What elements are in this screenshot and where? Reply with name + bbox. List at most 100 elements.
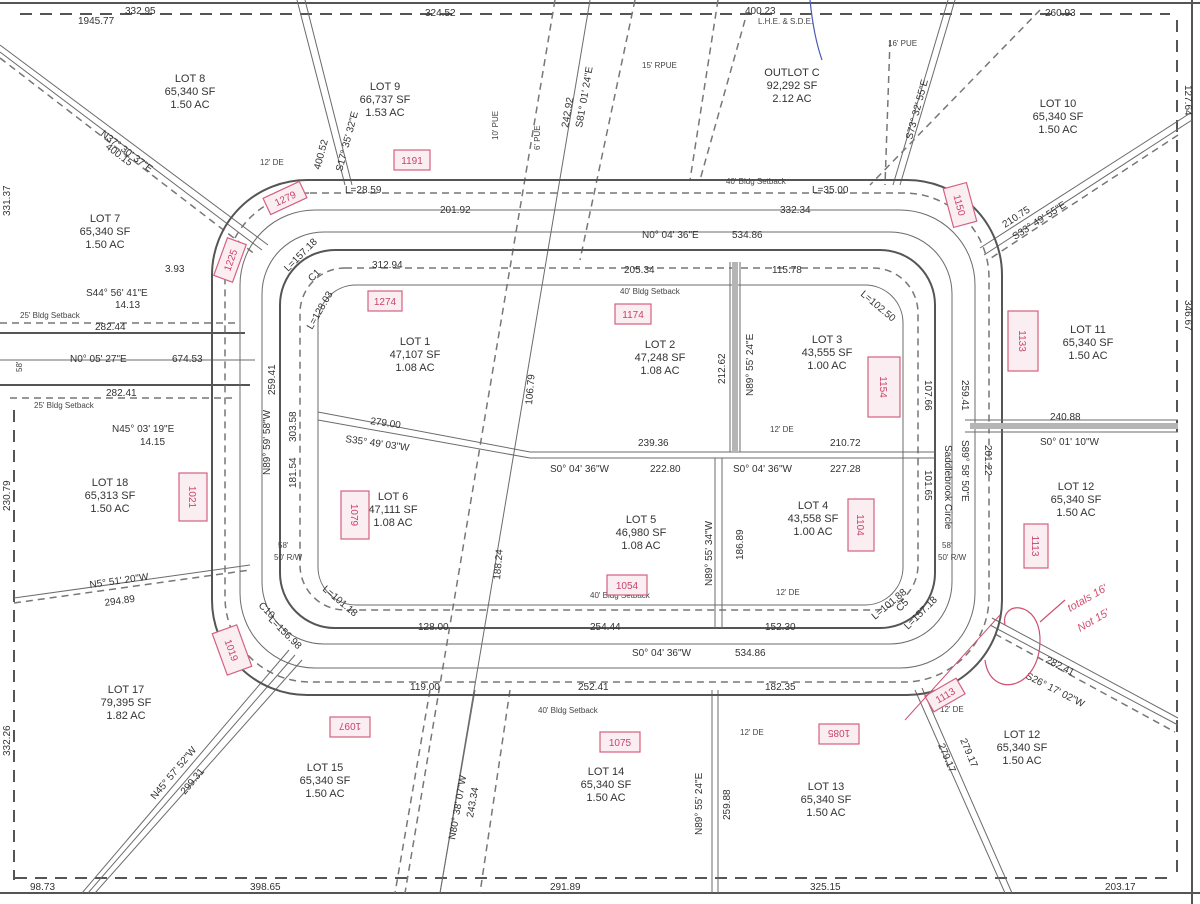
svg-text:40' Bldg Setback: 40' Bldg Setback <box>620 287 681 296</box>
svg-text:47,248 SF: 47,248 SF <box>635 352 686 364</box>
svg-text:LOT 8: LOT 8 <box>175 73 205 85</box>
lot-11-label[interactable]: LOT 11 65,340 SF 1.50 AC <box>1063 324 1114 362</box>
svg-text:1.50 AC: 1.50 AC <box>586 792 625 804</box>
lot-14-label[interactable]: LOT 13 65,340 SF 1.50 AC <box>801 781 852 819</box>
svg-text:1.00 AC: 1.00 AC <box>807 360 846 372</box>
svg-text:46,980 SF: 46,980 SF <box>616 527 667 539</box>
svg-text:10' PUE: 10' PUE <box>491 111 500 140</box>
svg-text:LOT 12: LOT 12 <box>1058 481 1095 493</box>
svg-text:101.65: 101.65 <box>922 470 933 501</box>
review-mark-lot-8: 1279 <box>262 180 308 216</box>
svg-text:12' DE: 12' DE <box>770 425 794 434</box>
lot-16-label[interactable]: LOT 15 65,340 SF 1.50 AC <box>300 762 351 800</box>
svg-text:C1: C1 <box>306 267 323 284</box>
svg-text:259.41: 259.41 <box>959 380 970 411</box>
svg-text:LOT 1: LOT 1 <box>400 336 430 348</box>
svg-text:N45° 03' 19"E: N45° 03' 19"E <box>112 424 175 435</box>
svg-text:LOT 13: LOT 13 <box>808 781 845 793</box>
svg-text:115.78: 115.78 <box>772 265 802 276</box>
svg-text:S0° 01' 10"W: S0° 01' 10"W <box>1040 437 1099 448</box>
svg-text:1133: 1133 <box>1016 330 1027 352</box>
svg-text:325.15: 325.15 <box>810 882 841 893</box>
lot-labels: LOT 8 65,340 SF 1.50 AC LOT 9 66,737 SF … <box>80 67 1114 819</box>
review-mark-lot-3: 1154 <box>867 356 901 418</box>
svg-text:398.65: 398.65 <box>250 882 281 893</box>
svg-text:S0° 04' 36"W: S0° 04' 36"W <box>632 648 691 659</box>
lot-3-label[interactable]: LOT 3 43,555 SF 1.00 AC <box>802 334 853 372</box>
svg-text:25' Bldg Setback: 25' Bldg Setback <box>34 401 95 410</box>
svg-text:1274: 1274 <box>374 297 397 308</box>
blue-pen-mark <box>809 0 823 61</box>
svg-text:40' Bldg Setback: 40' Bldg Setback <box>538 706 599 715</box>
svg-text:65,340 SF: 65,340 SF <box>801 794 852 806</box>
review-mark-lot-14: 1085 <box>818 723 860 745</box>
svg-text:106.79: 106.79 <box>524 373 538 405</box>
svg-text:279.17: 279.17 <box>957 737 979 770</box>
outlot-c-label[interactable]: OUTLOT C 92,292 SF 2.12 AC <box>764 67 819 105</box>
svg-text:119.00: 119.00 <box>410 682 440 693</box>
svg-text:240.88: 240.88 <box>1050 412 1081 423</box>
svg-text:230.79: 230.79 <box>2 480 13 511</box>
lot-2-label[interactable]: LOT 2 47,248 SF 1.08 AC <box>635 339 686 377</box>
svg-text:1.50 AC: 1.50 AC <box>1038 124 1077 136</box>
svg-text:1054: 1054 <box>616 581 639 592</box>
svg-text:N5° 51' 20"W: N5° 51' 20"W <box>89 572 150 591</box>
lot-13-label[interactable]: LOT 12 65,340 SF 1.50 AC <box>997 729 1048 767</box>
review-mark-lot-16: 1097 <box>329 716 371 738</box>
svg-text:534.86: 534.86 <box>735 648 766 659</box>
svg-text:1079: 1079 <box>348 504 359 527</box>
svg-text:203.17: 203.17 <box>1105 882 1136 893</box>
svg-text:1.08 AC: 1.08 AC <box>373 517 412 529</box>
svg-text:260.93: 260.93 <box>1045 8 1076 19</box>
lot-8-label[interactable]: LOT 8 65,340 SF 1.50 AC <box>165 73 216 111</box>
lot-9-label[interactable]: LOT 9 66,737 SF 1.53 AC <box>360 81 411 119</box>
svg-text:282.41: 282.41 <box>106 388 137 399</box>
lot-17-label[interactable]: LOT 17 79,395 SF 1.82 AC <box>101 684 152 722</box>
svg-text:1.50 AC: 1.50 AC <box>1002 755 1041 767</box>
svg-text:65,313 SF: 65,313 SF <box>85 490 136 502</box>
svg-text:58': 58' <box>278 541 289 550</box>
svg-text:LOT 9: LOT 9 <box>370 81 400 93</box>
svg-text:186.89: 186.89 <box>735 529 746 560</box>
svg-text:14.13: 14.13 <box>115 300 140 311</box>
svg-text:S26° 17' 02"W: S26° 17' 02"W <box>1024 671 1087 710</box>
svg-text:332.34: 332.34 <box>780 205 811 216</box>
svg-text:N89° 55' 24"E: N89° 55' 24"E <box>694 772 705 835</box>
lot-15-label[interactable]: LOT 14 65,340 SF 1.50 AC <box>581 766 632 804</box>
svg-text:182.35: 182.35 <box>765 682 796 693</box>
lot-18-label[interactable]: LOT 18 65,313 SF 1.50 AC <box>85 477 136 515</box>
lot-1-label[interactable]: LOT 1 47,107 SF 1.08 AC <box>390 336 441 374</box>
svg-text:1945.77: 1945.77 <box>78 16 115 27</box>
svg-text:65,340 SF: 65,340 SF <box>300 775 351 787</box>
svg-text:1174: 1174 <box>622 310 644 321</box>
svg-text:40' Bldg Setback: 40' Bldg Setback <box>726 177 787 186</box>
lot-7-label[interactable]: LOT 7 65,340 SF 1.50 AC <box>80 213 131 251</box>
svg-text:1154: 1154 <box>877 376 888 398</box>
svg-text:674.53: 674.53 <box>172 354 203 365</box>
svg-text:98.73: 98.73 <box>30 882 55 893</box>
svg-text:65,340 SF: 65,340 SF <box>80 226 131 238</box>
svg-text:N0° 04' 36"E: N0° 04' 36"E <box>642 230 699 241</box>
lot-10-label[interactable]: LOT 10 65,340 SF 1.50 AC <box>1033 98 1084 136</box>
svg-text:LOT 12: LOT 12 <box>1004 729 1041 741</box>
svg-text:1150: 1150 <box>950 194 966 218</box>
lot-5-label[interactable]: LOT 5 46,980 SF 1.08 AC <box>616 514 667 552</box>
svg-text:12' DE: 12' DE <box>776 588 800 597</box>
svg-text:79,395 SF: 79,395 SF <box>101 697 152 709</box>
lot-12-label[interactable]: LOT 12 65,340 SF 1.50 AC <box>1051 481 1102 519</box>
lot-6-label[interactable]: LOT 6 47,111 SF 1.08 AC <box>368 491 417 529</box>
review-mark-lot-5: 1054 <box>606 574 648 596</box>
review-mark-lot-12: 1113 <box>1023 523 1049 569</box>
svg-text:LOT 10: LOT 10 <box>1040 98 1077 110</box>
svg-text:LOT 14: LOT 14 <box>588 766 625 778</box>
lot-4-label[interactable]: LOT 4 43,558 SF 1.00 AC <box>788 500 839 538</box>
svg-text:2.12 AC: 2.12 AC <box>772 93 811 105</box>
svg-text:279.17: 279.17 <box>935 742 957 775</box>
svg-text:1.08 AC: 1.08 AC <box>640 365 679 377</box>
review-mark-lot-9: 1191 <box>393 149 431 171</box>
svg-text:259.41: 259.41 <box>267 364 278 395</box>
svg-text:1.50 AC: 1.50 AC <box>305 788 344 800</box>
svg-text:1.08 AC: 1.08 AC <box>395 362 434 374</box>
